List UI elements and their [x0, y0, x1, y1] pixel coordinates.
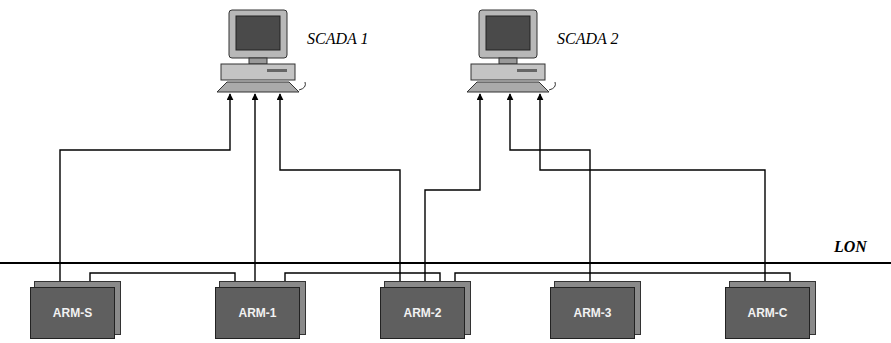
- unit-label: ARM-C: [748, 306, 788, 320]
- arm-unit-box: ARM-2: [380, 287, 465, 339]
- data-link-arrow: [254, 94, 255, 287]
- data-link-arrow: [90, 273, 235, 287]
- bus-label: LON: [832, 238, 869, 256]
- data-link-arrow: [60, 94, 230, 287]
- computer-label: SCADA 2: [557, 30, 618, 48]
- lon-bus: [0, 262, 891, 264]
- arm-unit-box: ARM-C: [725, 287, 810, 339]
- arm-unit-box: ARM-S: [30, 287, 115, 339]
- arm-unit-box: ARM-3: [550, 287, 635, 339]
- unit-label: ARM-S: [53, 306, 92, 320]
- data-link-arrow: [510, 94, 590, 287]
- computer-icon: [217, 10, 305, 92]
- data-link-arrow: [540, 94, 765, 287]
- data-link-arrow: [280, 94, 400, 287]
- scada-computer: SCADA 2: [465, 8, 551, 94]
- data-link-arrow: [455, 273, 790, 287]
- unit-label: ARM-1: [239, 306, 277, 320]
- unit-label: ARM-2: [404, 306, 442, 320]
- computer-label: SCADA 1: [307, 30, 368, 48]
- data-link-arrow: [285, 273, 440, 287]
- unit-label: ARM-3: [574, 306, 612, 320]
- arm-unit-box: ARM-1: [215, 287, 300, 339]
- scada-computer: SCADA 1: [215, 8, 301, 94]
- computer-icon: [467, 10, 555, 92]
- data-link-arrow: [425, 94, 480, 287]
